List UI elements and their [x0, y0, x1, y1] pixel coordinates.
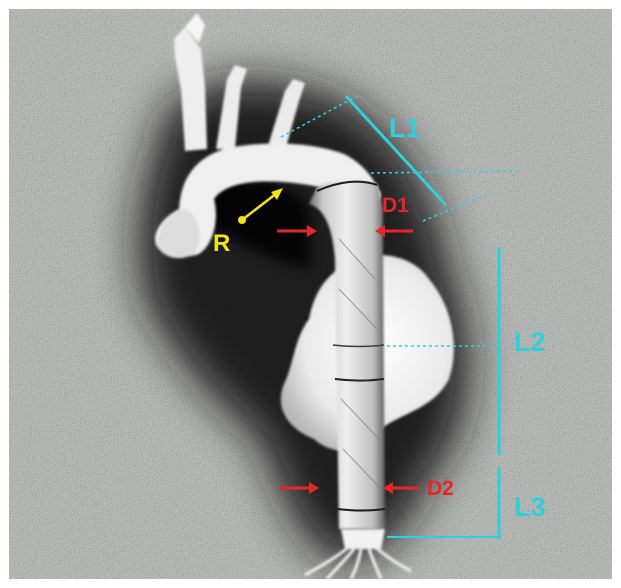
- label-d2: D2: [427, 478, 454, 499]
- illustration-canvas: L1 D1 R L2 D2 L3: [9, 9, 612, 579]
- label-l2: L2: [514, 329, 546, 356]
- label-d1: D1: [382, 195, 409, 216]
- label-r: R: [213, 232, 230, 256]
- label-l1: L1: [389, 115, 421, 142]
- label-l3: L3: [514, 494, 546, 521]
